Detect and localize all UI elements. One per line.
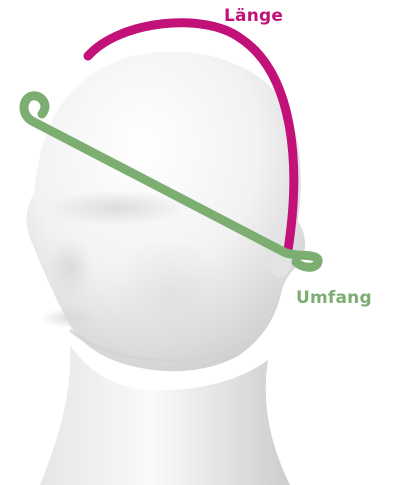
face-shadow-mouth	[40, 308, 100, 328]
face-shadow-cheek	[110, 237, 230, 347]
circumference-label: Umfang	[296, 290, 372, 307]
length-label: Länge	[224, 8, 283, 25]
face-shadow-nose	[48, 238, 92, 298]
